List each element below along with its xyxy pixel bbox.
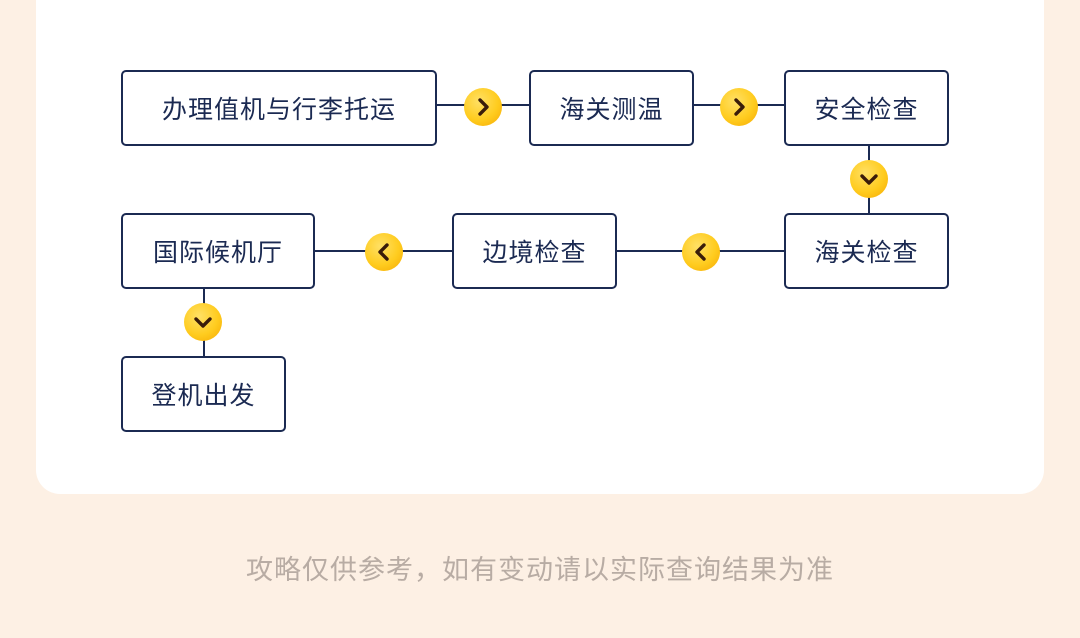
- chevron-right-icon: [720, 88, 758, 126]
- chevron-down-icon: [184, 303, 222, 341]
- step-checkin: 办理值机与行李托运: [121, 70, 437, 146]
- step-temperature-check: 海关测温: [529, 70, 694, 146]
- step-customs-check: 海关检查: [784, 213, 949, 289]
- step-boarding: 登机出发: [121, 356, 286, 432]
- step-security-check: 安全检查: [784, 70, 949, 146]
- chevron-left-icon: [365, 233, 403, 271]
- chevron-right-icon: [464, 88, 502, 126]
- step-border-check: 边境检查: [452, 213, 617, 289]
- chevron-down-icon: [850, 160, 888, 198]
- chevron-left-icon: [682, 233, 720, 271]
- step-departure-hall: 国际候机厅: [121, 213, 315, 289]
- disclaimer-text: 攻略仅供参考，如有变动请以实际查询结果为准: [246, 555, 834, 586]
